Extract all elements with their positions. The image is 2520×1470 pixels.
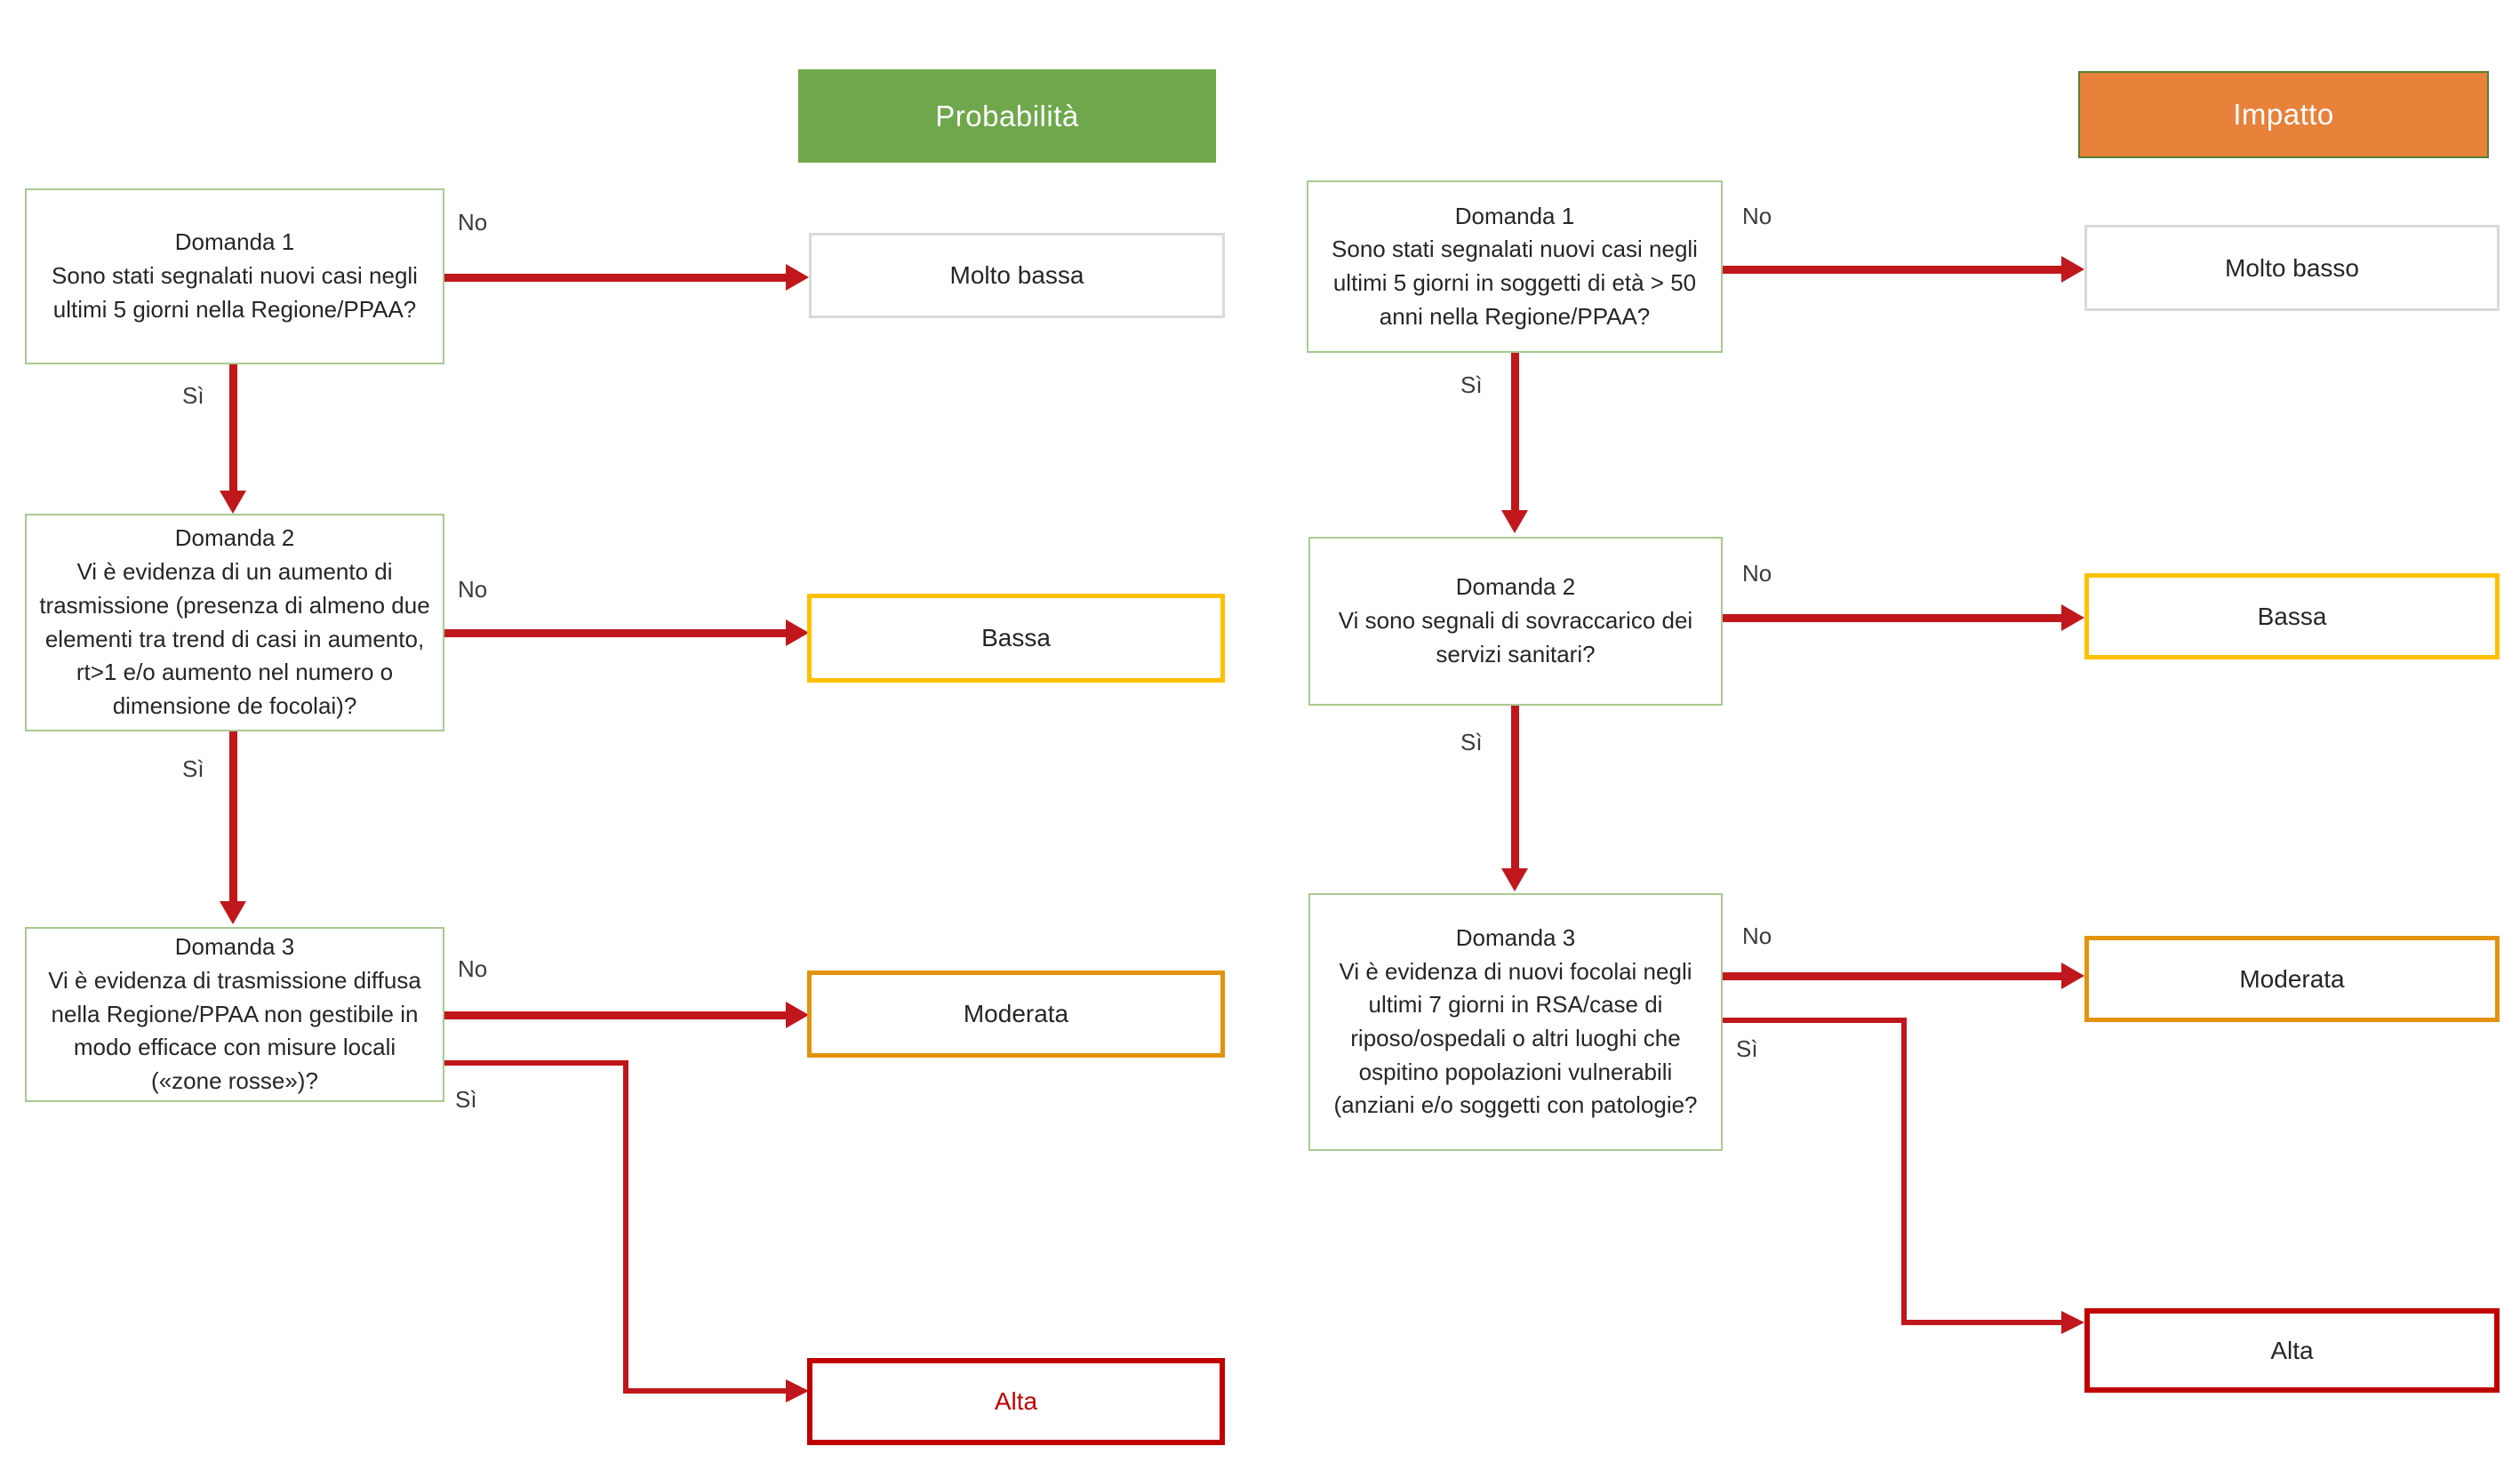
question-title: Domanda 3: [1455, 923, 1576, 951]
outcome-label: Alta: [2270, 1336, 2314, 1364]
yes-elbow-segment: [1723, 1018, 1907, 1023]
probability-outcome-moderate-box: Moderata: [807, 971, 1225, 1058]
arrowhead-right-icon: [2061, 256, 2084, 283]
yes-arrow-shaft: [229, 364, 237, 491]
yes-arrow-shaft: [1511, 353, 1519, 510]
question-text: Sono stati segnalati nuovi casi negli ul…: [1332, 236, 1698, 330]
yes-elbow-segment: [444, 1060, 628, 1066]
no-arrow-shaft: [1723, 266, 2061, 274]
probability-outcome-very-low-box: Molto bassa: [809, 233, 1225, 318]
impact-outcome-moderate-box: Moderata: [2084, 936, 2500, 1022]
question-text: Vi sono segnali di sovraccarico dei serv…: [1338, 607, 1693, 667]
question-text: Vi è evidenza di nuovi focolai negli ult…: [1333, 957, 1698, 1119]
outcome-label: Molto basso: [2225, 253, 2359, 282]
probability-question-3-box: Domanda 3 Vi è evidenza di trasmissione …: [25, 927, 444, 1102]
impact-question-2-box: Domanda 2 Vi sono segnali di sovraccaric…: [1308, 537, 1723, 706]
no-label: No: [458, 209, 488, 236]
yes-elbow-segment: [1901, 1018, 1907, 1325]
no-arrow-shaft: [444, 274, 786, 282]
probability-header: Probabilità: [798, 69, 1216, 163]
no-arrow-shaft: [1723, 972, 2061, 980]
question-title: Domanda 3: [174, 933, 295, 961]
yes-label: Sì: [182, 755, 204, 782]
arrowhead-right-icon: [786, 1002, 809, 1028]
question-title: Domanda 2: [1455, 573, 1576, 601]
question-title: Domanda 1: [1454, 202, 1575, 229]
no-arrow-shaft: [444, 1011, 786, 1019]
impact-header: Impatto: [2078, 71, 2489, 158]
question-title: Domanda 1: [174, 228, 295, 256]
arrowhead-right-icon: [2061, 1311, 2084, 1334]
yes-arrow-shaft: [1511, 706, 1519, 868]
no-label: No: [1742, 923, 1772, 949]
yes-elbow-segment: [623, 1060, 628, 1391]
question-title: Domanda 2: [174, 524, 295, 552]
outcome-label: Bassa: [2257, 602, 2327, 630]
yes-elbow-segment: [1901, 1320, 2061, 1325]
no-label: No: [1742, 560, 1772, 587]
no-arrow-shaft: [1723, 614, 2061, 622]
no-arrow-shaft: [444, 629, 786, 637]
arrowhead-down-icon: [1501, 510, 1528, 533]
probability-outcome-high-box: Alta: [807, 1358, 1225, 1445]
no-label: No: [458, 576, 488, 603]
question-text: Vi è evidenza di un aumento di trasmissi…: [39, 558, 430, 719]
yes-arrow-shaft: [229, 731, 237, 901]
yes-elbow-segment: [623, 1388, 786, 1394]
probability-outcome-low-box: Bassa: [807, 594, 1225, 683]
yes-label: Sì: [1460, 371, 1483, 398]
outcome-label: Moderata: [2239, 964, 2345, 993]
probability-question-2-box: Domanda 2 Vi è evidenza di un aumento di…: [25, 514, 444, 731]
arrowhead-down-icon: [1501, 868, 1528, 891]
arrowhead-right-icon: [786, 619, 809, 646]
impact-question-1-box: Domanda 1 Sono stati segnalati nuovi cas…: [1307, 180, 1723, 353]
arrowhead-right-icon: [2061, 604, 2084, 631]
arrowhead-down-icon: [220, 491, 246, 514]
no-label: No: [1742, 203, 1772, 229]
question-text: Vi è evidenza di trasmissione diffusa ne…: [48, 966, 421, 1095]
arrowhead-right-icon: [2061, 963, 2084, 989]
arrowhead-right-icon: [786, 1379, 809, 1402]
arrowhead-down-icon: [220, 901, 246, 924]
no-label: No: [458, 955, 488, 982]
yes-label: Sì: [1736, 1035, 1758, 1062]
yes-label: Sì: [455, 1086, 477, 1113]
arrowhead-right-icon: [786, 264, 809, 291]
yes-label: Sì: [1460, 729, 1483, 755]
outcome-label: Alta: [994, 1387, 1038, 1415]
outcome-label: Moderata: [963, 1000, 1069, 1027]
impact-outcome-high-box: Alta: [2084, 1308, 2500, 1393]
yes-label: Sì: [182, 382, 204, 409]
impact-question-3-box: Domanda 3 Vi è evidenza di nuovi focolai…: [1308, 893, 1723, 1151]
impact-outcome-very-low-box: Molto basso: [2084, 225, 2500, 311]
impact-outcome-low-box: Bassa: [2084, 573, 2500, 659]
outcome-label: Bassa: [981, 624, 1051, 651]
outcome-label: Molto bassa: [949, 261, 1084, 289]
question-text: Sono stati segnalati nuovi casi negli ul…: [52, 262, 418, 323]
probability-question-1-box: Domanda 1 Sono stati segnalati nuovi cas…: [25, 188, 444, 364]
